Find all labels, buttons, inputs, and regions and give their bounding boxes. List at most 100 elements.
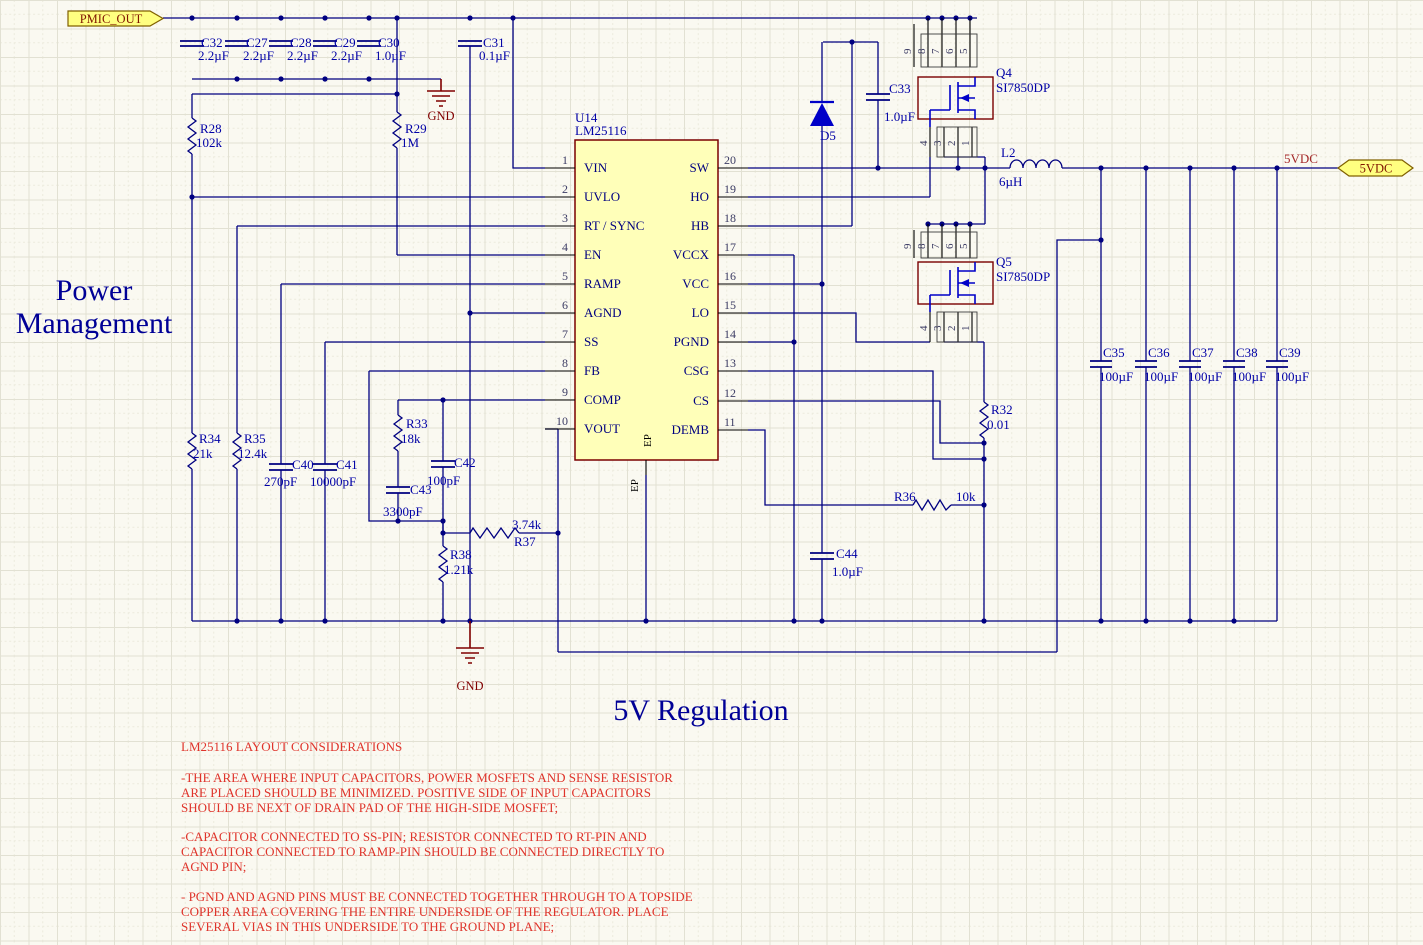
svg-text:5: 5 bbox=[958, 243, 970, 249]
capacitor-c36[interactable]: C36 100µF bbox=[1135, 345, 1178, 384]
svg-text:VCCX: VCCX bbox=[673, 247, 710, 262]
svg-text:L2: L2 bbox=[1001, 145, 1015, 160]
layout-notes[interactable]: LM25116 LAYOUT CONSIDERATIONS -THE AREA … bbox=[181, 739, 693, 934]
capacitor-c38[interactable]: C38 100µF bbox=[1223, 345, 1266, 384]
capacitor-c43[interactable]: C43 3300pF bbox=[383, 482, 432, 519]
mosfet-q5[interactable]: 9 8 7 6 5 4 3 2 1 Q5 SI7850DP bbox=[902, 224, 1050, 343]
resistor-r29[interactable]: R29 1M bbox=[391, 111, 427, 150]
mosfet-symbol bbox=[929, 262, 976, 312]
capacitor-c29[interactable]: C29 2.2µF bbox=[313, 35, 362, 63]
port-shape[interactable] bbox=[67, 10, 165, 27]
svg-text:C38: C38 bbox=[1236, 345, 1258, 360]
mosfet-q4[interactable]: 9 8 7 6 5 4 3 2 1 Q4 SI7850DP bbox=[902, 18, 1050, 158]
capacitor-c40[interactable]: C40 270pF bbox=[264, 457, 314, 489]
svg-text:R36: R36 bbox=[894, 489, 916, 504]
resistor-r38[interactable]: R38 1.21k bbox=[437, 545, 474, 583]
svg-text:R35: R35 bbox=[244, 431, 266, 446]
capacitor-c28[interactable]: C28 2.2µF bbox=[269, 35, 318, 63]
svg-text:SEVERAL VIAS IN THIS UNDERSIDE: SEVERAL VIAS IN THIS UNDERSIDE TO THE GR… bbox=[181, 919, 554, 934]
svg-text:6: 6 bbox=[562, 298, 568, 312]
capacitor-c27[interactable]: C27 2.2µF bbox=[225, 35, 274, 63]
svg-text:R29: R29 bbox=[405, 121, 427, 136]
svg-text:SI7850DP: SI7850DP bbox=[996, 80, 1050, 95]
capacitor-c37[interactable]: C37 100µF bbox=[1179, 345, 1222, 384]
svg-text:6: 6 bbox=[944, 243, 956, 249]
resistor-r32[interactable]: R32 0.01 bbox=[978, 401, 1013, 439]
svg-text:CSG: CSG bbox=[684, 363, 709, 378]
svg-text:3: 3 bbox=[562, 211, 568, 225]
resistor-r37[interactable]: 3.74k R37 bbox=[469, 517, 542, 549]
svg-text:2: 2 bbox=[946, 141, 958, 147]
svg-text:1.0µF: 1.0µF bbox=[832, 564, 863, 579]
svg-text:VOUT: VOUT bbox=[584, 421, 620, 436]
wires bbox=[163, 17, 1338, 653]
svg-text:20: 20 bbox=[724, 153, 736, 167]
resistor-r28[interactable]: R28 102k bbox=[186, 117, 223, 155]
resistor-r33[interactable]: R33 18k bbox=[392, 414, 428, 452]
ground-symbol-bottom[interactable]: GND bbox=[456, 621, 484, 693]
diode-d5[interactable]: D5 bbox=[810, 100, 836, 143]
svg-text:9: 9 bbox=[902, 48, 914, 54]
svg-text:C37: C37 bbox=[1192, 345, 1214, 360]
svg-text:VIN: VIN bbox=[584, 160, 608, 175]
svg-text:18k: 18k bbox=[401, 431, 421, 446]
svg-text:C27: C27 bbox=[246, 35, 268, 50]
capacitor-c32[interactable]: C32 2.2µF bbox=[180, 35, 229, 63]
svg-text:4: 4 bbox=[562, 240, 568, 254]
svg-text:12: 12 bbox=[724, 386, 736, 400]
svg-text:6: 6 bbox=[944, 48, 956, 54]
svg-text:2: 2 bbox=[562, 182, 568, 196]
svg-text:C36: C36 bbox=[1148, 345, 1170, 360]
capacitor-c31[interactable]: C31 0.1µF bbox=[458, 35, 510, 63]
svg-text:100µF: 100µF bbox=[1188, 369, 1222, 384]
net-label-5vdc[interactable]: 5VDC bbox=[1284, 151, 1318, 166]
ic-ep-pad: EP bbox=[642, 434, 654, 447]
ic-ep-pin: EP bbox=[629, 479, 641, 492]
ic-u14-lm25116[interactable]: U14 LM25116 1 2 3 4 5 6 7 8 9 10 VIN UVL… bbox=[545, 110, 748, 492]
svg-text:R34: R34 bbox=[199, 431, 221, 446]
capacitor-c35[interactable]: C35 100µF bbox=[1090, 345, 1133, 384]
port-label: 5VDC bbox=[1360, 162, 1393, 176]
svg-text:1M: 1M bbox=[401, 135, 420, 150]
resistor-r34[interactable]: R34 21k bbox=[186, 431, 221, 470]
capacitor-c30[interactable]: C30 1.0µF bbox=[357, 35, 406, 63]
svg-text:R37: R37 bbox=[514, 534, 536, 549]
svg-text:3: 3 bbox=[932, 325, 944, 331]
capacitor-c33[interactable]: C33 1.0µF bbox=[866, 81, 915, 124]
svg-text:10000pF: 10000pF bbox=[310, 474, 356, 489]
svg-text:C28: C28 bbox=[290, 35, 312, 50]
ground-symbol-top[interactable]: GND bbox=[427, 79, 455, 123]
svg-text:3300pF: 3300pF bbox=[383, 504, 423, 519]
svg-text:1.21k: 1.21k bbox=[444, 562, 474, 577]
svg-text:SI7850DP: SI7850DP bbox=[996, 269, 1050, 284]
svg-text:RT / SYNC: RT / SYNC bbox=[584, 218, 644, 233]
svg-text:RAMP: RAMP bbox=[584, 276, 621, 291]
capacitor-c39[interactable]: C39 100µF bbox=[1266, 345, 1309, 384]
port-5vdc[interactable]: 5VDC 5VDC bbox=[1284, 151, 1415, 177]
port-pmic-out[interactable]: PMIC_OUT bbox=[67, 10, 165, 27]
svg-text:9: 9 bbox=[562, 385, 568, 399]
svg-text:Q4: Q4 bbox=[996, 65, 1012, 80]
svg-text:11: 11 bbox=[724, 415, 736, 429]
svg-text:21k: 21k bbox=[193, 446, 213, 461]
inductor-l2[interactable]: L2 6µH bbox=[999, 145, 1063, 189]
sheet-titles[interactable]: Power Management 5V Regulation bbox=[16, 274, 789, 727]
svg-text:9: 9 bbox=[902, 243, 914, 249]
svg-text:C44: C44 bbox=[836, 546, 858, 561]
svg-text:-CAPACITOR CONNECTED TO SS-PIN: -CAPACITOR CONNECTED TO SS-PIN; RESISTOR… bbox=[181, 829, 647, 844]
resistor-r36[interactable]: R36 10k bbox=[894, 489, 976, 512]
svg-text:7: 7 bbox=[562, 327, 568, 341]
port-shape[interactable] bbox=[1336, 159, 1415, 177]
capacitor-c44[interactable]: C44 1.0µF bbox=[810, 546, 863, 579]
resistor-r35[interactable]: R35 12.4k bbox=[231, 431, 268, 470]
svg-text:C29: C29 bbox=[334, 35, 356, 50]
mosfet-symbol bbox=[929, 77, 976, 127]
capacitor-c41[interactable]: C41 10000pF bbox=[310, 457, 358, 489]
svg-text:5: 5 bbox=[562, 269, 568, 283]
svg-text:2.2µF: 2.2µF bbox=[331, 48, 362, 63]
svg-text:8: 8 bbox=[916, 243, 928, 249]
svg-text:-THE AREA WHERE INPUT CAPACITO: -THE AREA WHERE INPUT CAPACITORS, POWER … bbox=[181, 770, 673, 785]
capacitor-c42[interactable]: C42 100pF bbox=[427, 455, 476, 488]
svg-text:1.0µF: 1.0µF bbox=[375, 48, 406, 63]
ic-right-pins: 20 19 18 17 16 15 14 13 12 11 SW HO HB V… bbox=[671, 153, 748, 437]
